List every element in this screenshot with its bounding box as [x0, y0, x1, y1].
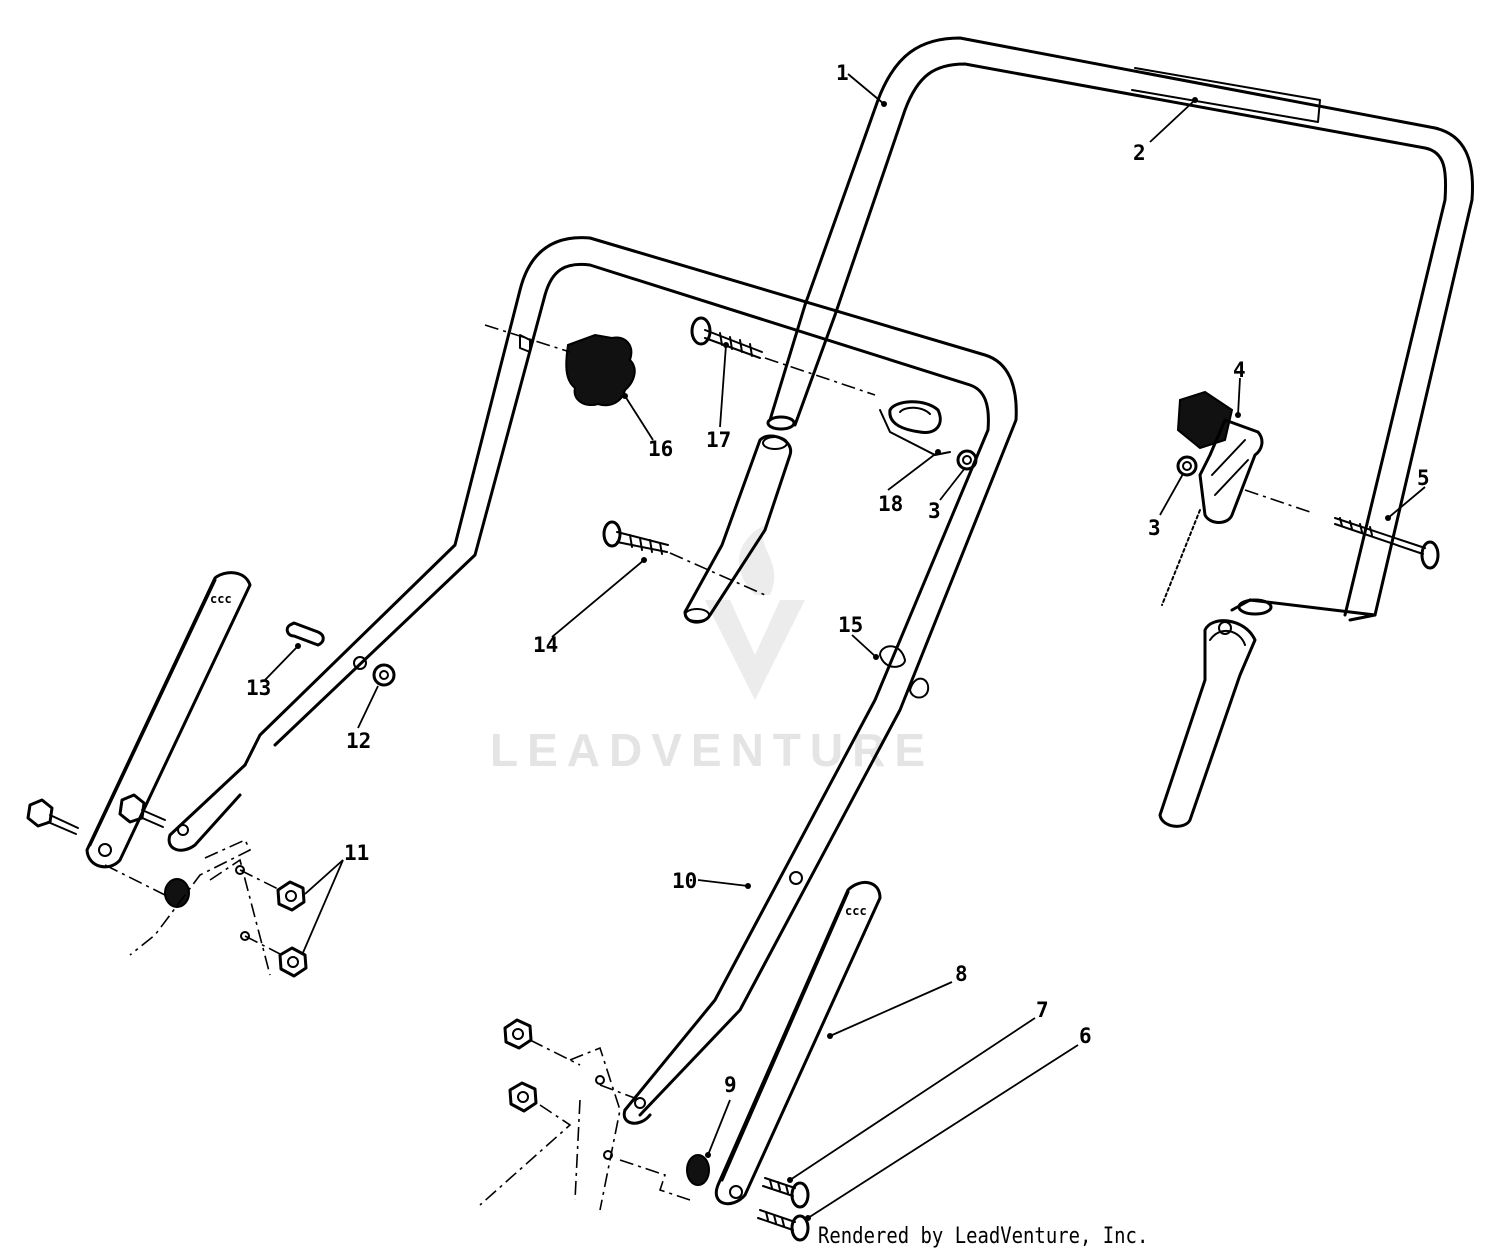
shoulder-bolt: [762, 1177, 810, 1209]
callouts: 1 2 3 3 4 5 6 7 8 9 10 11 12 13 14 15 16…: [246, 61, 1430, 1097]
spacer-left: [164, 878, 190, 908]
locknut-lower: [244, 935, 308, 978]
locknut-right-lower: [508, 1081, 538, 1113]
bolt-left-outer: [26, 798, 79, 835]
svg-text:ccc: ccc: [845, 904, 867, 918]
watermark-logo-icon: [705, 600, 805, 700]
callout-11: 11: [344, 841, 369, 865]
deck-frame-right: [479, 1039, 691, 1211]
callout-15: 15: [838, 613, 863, 637]
spacer-right: [686, 1154, 710, 1186]
nut-control: [1176, 455, 1198, 477]
handle-sleeve: [683, 434, 793, 624]
nut-mid-left: [372, 663, 396, 687]
callout-3-upper: 3: [928, 499, 941, 523]
callout-4: 4: [1233, 358, 1246, 382]
callout-2: 2: [1133, 141, 1146, 165]
nut-upper: [956, 449, 978, 471]
callout-3-control: 3: [1148, 516, 1161, 540]
deck-frame-left: [104, 838, 271, 976]
clevis-pin: [285, 621, 325, 647]
watermark: LEADVENTURE: [490, 525, 934, 776]
callout-7: 7: [1036, 998, 1049, 1022]
lower-tube-right: [1158, 619, 1257, 828]
callout-12: 12: [346, 729, 371, 753]
watermark-text: LEADVENTURE: [490, 724, 934, 776]
callout-14: 14: [533, 633, 558, 657]
bolt-left-inner: [118, 793, 166, 828]
carriage-bolt-lower: [602, 520, 766, 596]
render-credit: Rendered by LeadVenture, Inc.: [818, 1224, 1149, 1249]
callout-13: 13: [246, 676, 271, 700]
leader-lines: [264, 73, 1426, 1221]
svg-text:ccc: ccc: [210, 592, 232, 606]
watermark-flame-icon: [738, 525, 775, 595]
locknut-upper: [239, 869, 306, 912]
callout-16: 16: [648, 437, 673, 461]
handle-bracket-right: ccc: [714, 881, 882, 1206]
carriage-bolt-right: [1334, 517, 1440, 570]
upper-handle: [766, 36, 1475, 622]
cable-clip: [879, 400, 951, 456]
callout-5: 5: [1417, 466, 1430, 490]
lower-handle: [167, 236, 1018, 1125]
callout-9: 9: [724, 1073, 737, 1097]
callout-17: 17: [706, 428, 731, 452]
handle-bracket-left: ccc: [85, 571, 252, 869]
hex-bolt: [757, 1209, 810, 1242]
handle-knob: [484, 324, 636, 407]
control-switch: [1161, 390, 1311, 606]
callout-10: 10: [672, 869, 697, 893]
callout-18: 18: [878, 492, 903, 516]
carriage-bolt-upper: [690, 316, 876, 396]
callout-1: 1: [836, 61, 849, 85]
locknut-right-upper: [503, 1018, 533, 1050]
callout-6: 6: [1079, 1024, 1092, 1048]
callout-8: 8: [955, 962, 968, 986]
handle-grip-label: [1131, 67, 1321, 123]
